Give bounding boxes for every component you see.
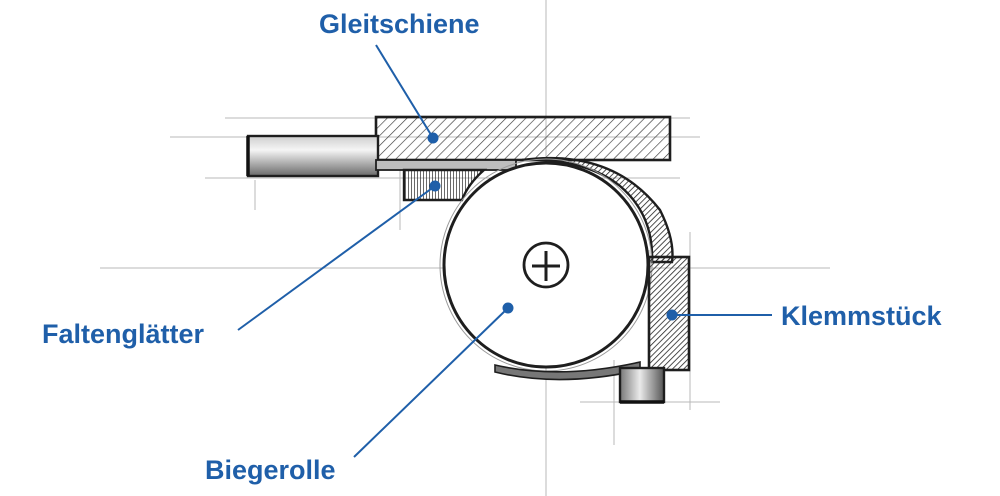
label-klemmstueck: Klemmstück	[781, 301, 942, 331]
leader-faltenglaetter	[237, 185, 436, 331]
label-faltenglaetter: Faltenglätter	[42, 319, 205, 349]
bending-roll	[439, 156, 674, 381]
clamping-piece	[618, 255, 691, 404]
axle-screw-icon	[522, 241, 570, 289]
slide-rail	[246, 115, 672, 178]
leader-gleitschiene	[375, 44, 434, 139]
leader-lines	[237, 44, 772, 458]
leader-dot-biegerolle	[502, 302, 514, 314]
leader-dot-faltenglaetter	[429, 180, 441, 192]
label-gleitschiene: Gleitschiene	[319, 9, 480, 39]
leader-dot-gleitschiene	[427, 132, 439, 144]
label-biegerolle: Biegerolle	[205, 455, 336, 485]
leader-dot-klemmstueck	[666, 309, 678, 321]
leader-biegerolle	[353, 307, 509, 458]
